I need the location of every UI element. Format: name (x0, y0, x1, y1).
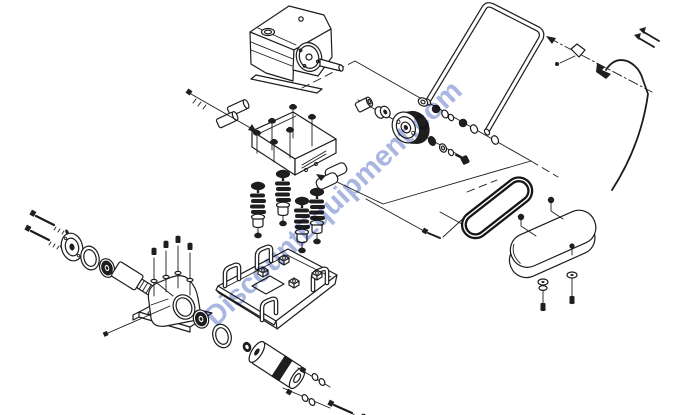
gasket-ring (80, 245, 100, 271)
handlebar-hardware (417, 97, 500, 145)
belt-guard-screws (517, 196, 564, 237)
mount-leader-bolt (185, 88, 257, 133)
engine-shaft (319, 58, 344, 72)
handlebar (424, 2, 545, 136)
exciter-bearing-left (98, 258, 116, 278)
cable-marks (634, 27, 660, 48)
shock-mount-spring-4 (308, 187, 326, 245)
throttle-cable (546, 27, 660, 191)
pulley-washer (374, 105, 391, 119)
cable-fitting (596, 63, 611, 79)
cable-clamp-lever (555, 43, 586, 66)
bearing-right (192, 309, 210, 329)
small-o-ring (242, 341, 252, 353)
shock-mount-spring-3 (293, 196, 311, 254)
o-ring (212, 323, 232, 349)
pulley-cluster (354, 96, 470, 165)
weight-fasteners (282, 366, 331, 409)
shock-mount-spring-2 (274, 169, 292, 227)
pulley-bolt (455, 154, 470, 165)
engine-mount-plate (251, 111, 337, 176)
belt-tensioner-bolt (365, 198, 468, 239)
deck-plate (215, 244, 338, 330)
belt-guard-bolts (537, 271, 578, 312)
pulley-spacer (354, 96, 374, 113)
cable-loop (605, 59, 649, 191)
recoil-starter (295, 42, 323, 72)
weight-bolt (327, 399, 367, 415)
exciter-bolts (24, 209, 69, 250)
shock-mount-springs (249, 169, 326, 254)
eccentric-weight (248, 340, 306, 390)
belt-guard (508, 209, 597, 279)
exciter-flange (60, 232, 84, 262)
deck-plate-clips (257, 254, 323, 289)
engine (249, 5, 344, 94)
drive-pulley (391, 110, 430, 144)
housing-bolts (150, 235, 194, 297)
mount-spacers (215, 99, 250, 129)
housing-leader-bolt (102, 305, 171, 337)
shock-mount-spring-1 (249, 181, 267, 239)
pulley-hardware (427, 136, 455, 157)
exciter-housing (132, 275, 213, 333)
mount-plate-bolts (253, 103, 316, 163)
rubber-dampers (315, 162, 348, 190)
v-belt (460, 176, 534, 240)
